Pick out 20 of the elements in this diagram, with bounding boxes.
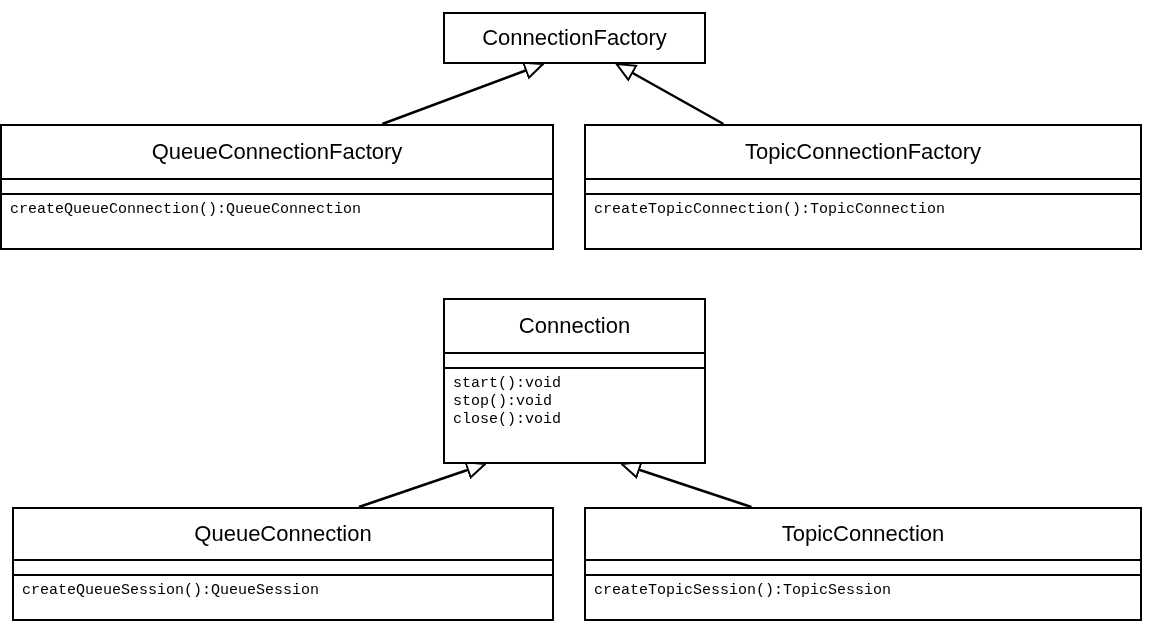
class-name: QueueConnection [194, 521, 372, 547]
class-box [443, 12, 706, 64]
method-signature: createTopicSession():TopicSession [594, 582, 892, 600]
class-name: TopicConnection [781, 521, 945, 547]
class-name: TopicConnectionFactory [745, 139, 981, 165]
class-box [584, 124, 1142, 250]
method-signature: start():void [453, 375, 562, 393]
generalization-arrow [615, 62, 725, 126]
method-signature: close():void [453, 411, 562, 429]
method-signature: createQueueSession():QueueSession [22, 582, 320, 600]
method-signature: createQueueConnection():QueueConnection [10, 201, 362, 219]
class-box [443, 298, 706, 464]
class-name: Connection [518, 313, 631, 339]
class-box [0, 124, 554, 250]
class-name: ConnectionFactory [482, 25, 667, 51]
method-signature: stop():void [453, 393, 553, 411]
class-box [584, 507, 1142, 621]
class-box [12, 507, 554, 621]
class-name: QueueConnectionFactory [151, 139, 403, 165]
method-signature: createTopicConnection():TopicConnection [594, 201, 946, 219]
